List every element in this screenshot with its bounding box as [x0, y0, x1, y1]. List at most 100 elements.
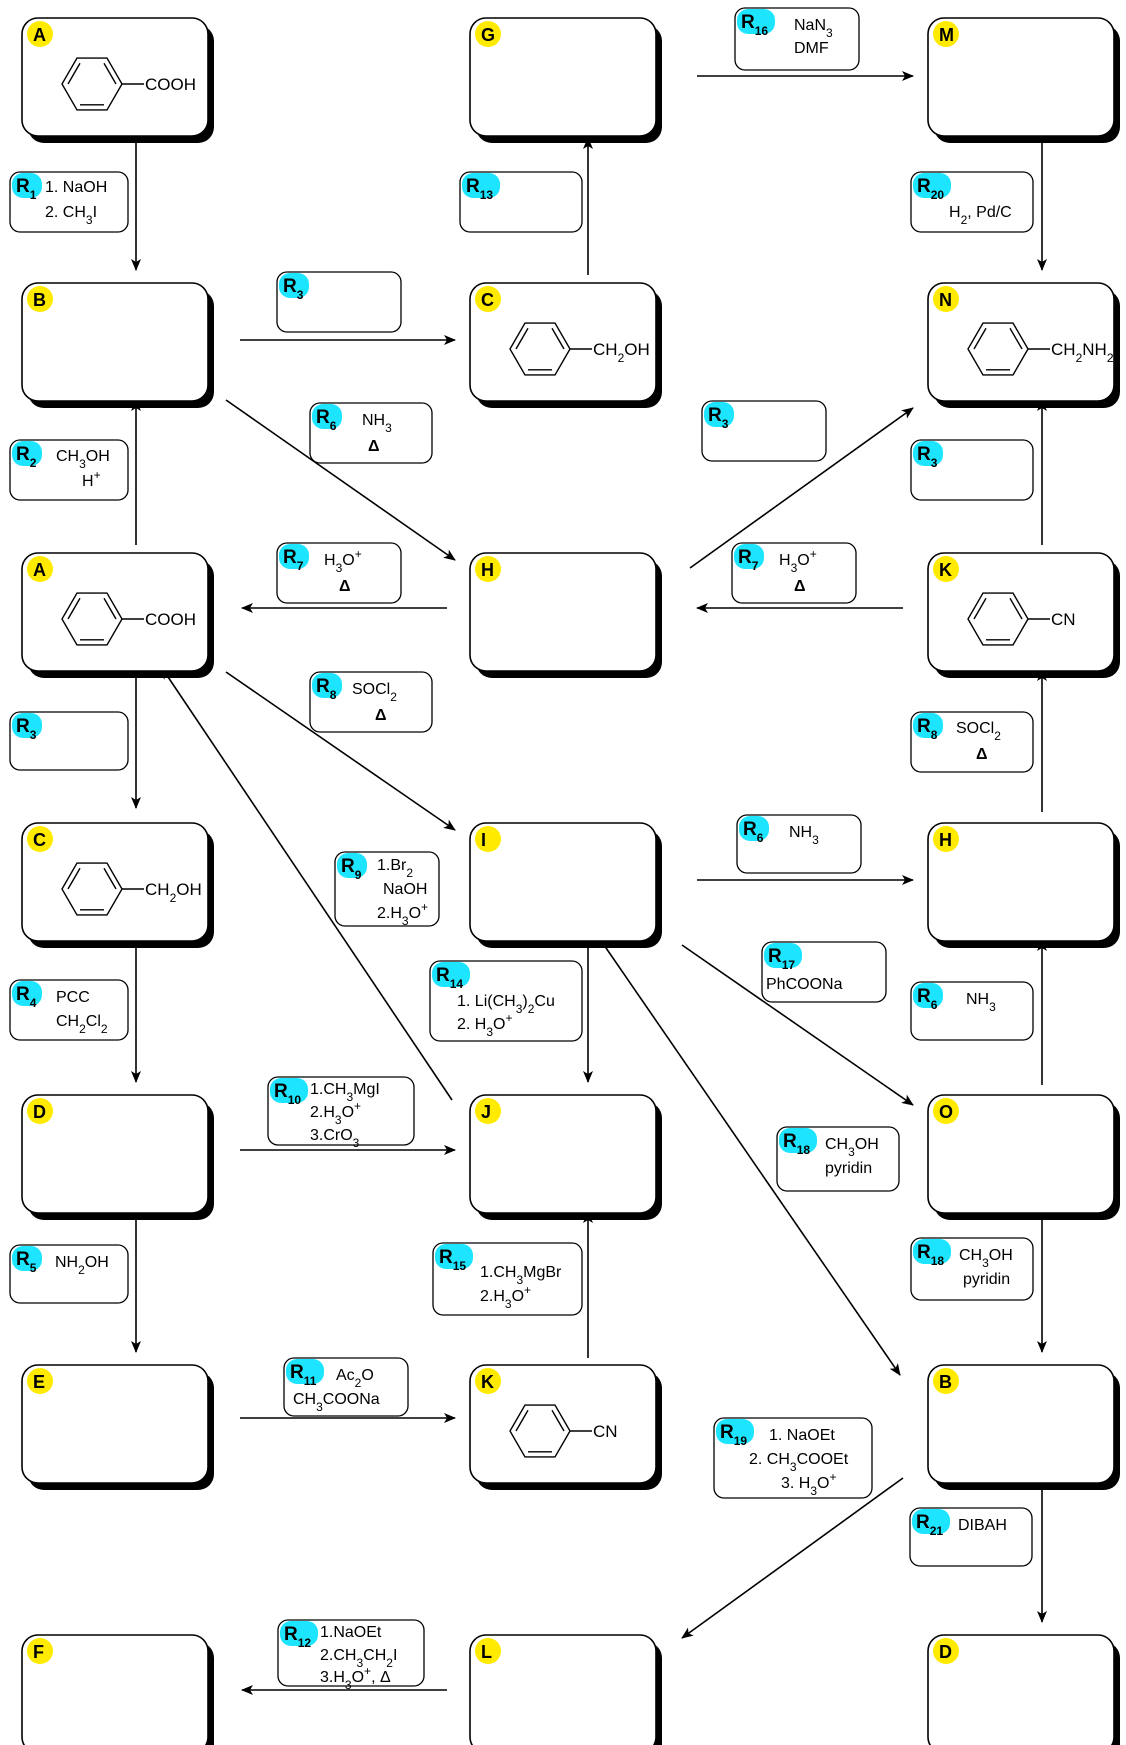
compound-label: D [33, 1102, 46, 1122]
compound-label: B [939, 1372, 952, 1392]
compound-label-badge [27, 1368, 53, 1394]
compound-label: I [481, 830, 486, 850]
arrow-i-o [681, 944, 914, 1106]
box-f: F [21, 1634, 214, 1745]
benzene-ring [61, 592, 123, 646]
reagent-badge [913, 1239, 951, 1264]
compound-label: J [481, 1102, 491, 1122]
compound-label: K [939, 560, 952, 580]
compound-box [21, 282, 209, 402]
reagent-line: NaN3 [794, 17, 833, 40]
substituent-group: CH2OH [593, 340, 650, 365]
reagent-badge [913, 713, 943, 738]
benzene-ring [61, 862, 123, 916]
reagent-line: 2.H3O+ [377, 900, 428, 928]
reagent-number: R7 [738, 547, 759, 573]
compound-box [469, 17, 657, 137]
reagent-number: R19 [720, 1422, 747, 1448]
compound-box [927, 1364, 1115, 1484]
reagent-line: SOCl2 [956, 720, 1001, 743]
compound-box [927, 17, 1115, 137]
reagent-number: R8 [316, 676, 337, 702]
compound-label-badge [475, 1638, 501, 1664]
reagent-line: Ac2O [336, 1367, 374, 1390]
reagent-number: R5 [16, 1249, 37, 1275]
compound-label: O [939, 1102, 953, 1122]
compound-label-badge [27, 556, 53, 582]
reagent-badge [279, 273, 309, 298]
reagent-badge [734, 544, 764, 569]
reagent-badge [286, 1359, 324, 1384]
reagent-number: R6 [743, 819, 764, 845]
compound-label-badge [475, 286, 501, 312]
reagent-number: R1 [16, 176, 37, 202]
reagent-badge [737, 9, 775, 34]
arrow-h1-n [689, 407, 914, 569]
reagent-badge [270, 1078, 308, 1103]
reagent-badge [739, 816, 769, 841]
reagent-number: R3 [16, 716, 37, 742]
compound-label: M [939, 25, 954, 45]
reagent-line: PhCOONa [766, 976, 843, 993]
box-b-2: B [927, 1364, 1120, 1490]
box-l: L [469, 1634, 662, 1745]
reagent-number: R16 [741, 12, 768, 38]
reagent-number: R15 [439, 1247, 466, 1273]
reagent-line: CH3OH [56, 448, 110, 471]
compound-box [469, 282, 657, 402]
compound-label: C [33, 830, 46, 850]
benzene-ring [967, 322, 1029, 376]
reagent-number: R7 [283, 547, 304, 573]
reagent-line: 1.CH3MgBr [480, 1264, 562, 1287]
compound-box [927, 282, 1115, 402]
compound-label-badge [27, 826, 53, 852]
compound-label: K [481, 1372, 494, 1392]
reagent-line: CH2Cl2 [56, 1013, 108, 1036]
benzene-ring [509, 322, 571, 376]
reagent-line: NH3 [362, 412, 392, 435]
reagent-line: NH3 [789, 824, 819, 847]
reagent-number: R8 [917, 716, 938, 742]
reagent-badge [337, 853, 367, 878]
reagent-number: R6 [316, 407, 337, 433]
reagent-line: H3O+ [324, 547, 362, 575]
reagent-line: 1.CH3MgI [310, 1081, 380, 1104]
reagent-r3-c: R3 [701, 400, 827, 462]
compound-label-badge [933, 1368, 959, 1394]
reagent-number: R3 [283, 276, 304, 302]
compound-label-badge [475, 1368, 501, 1394]
reagent-line: pyridin [825, 1160, 872, 1177]
reagent-line: pyridin [963, 1271, 1010, 1288]
reagent-line: CH3OH [959, 1247, 1013, 1270]
box-i: I [469, 822, 662, 948]
reagent-number: R17 [768, 946, 795, 972]
arrow-b2-l [681, 1477, 904, 1639]
compound-box [21, 822, 209, 942]
compound-label-badge [933, 556, 959, 582]
substituent-group: CH2NH2 [1051, 340, 1114, 365]
reagent-line: Δ [368, 438, 380, 455]
reagent-badge [704, 402, 734, 427]
reagent-number: R3 [917, 444, 938, 470]
compound-label-badge [27, 1098, 53, 1124]
reagent-badge [12, 441, 42, 466]
reagent-badge [12, 713, 42, 738]
compound-box [469, 1094, 657, 1214]
